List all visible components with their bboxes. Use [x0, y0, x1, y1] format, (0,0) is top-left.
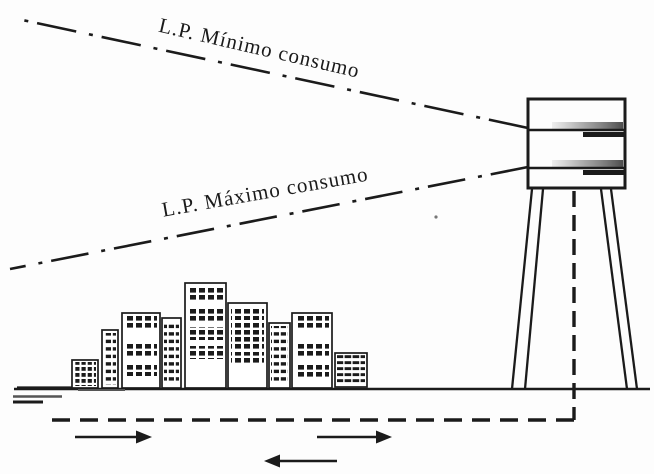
building-windows — [164, 321, 179, 384]
scan-speck — [434, 215, 438, 219]
building-windows — [188, 288, 223, 301]
building-windows — [231, 352, 264, 365]
water-surface-shade-max — [552, 160, 623, 168]
building-windows — [74, 362, 96, 386]
water-level-min-bar — [583, 132, 624, 137]
flow-arrow-right-head-icon — [136, 430, 152, 444]
building-windows — [295, 343, 329, 356]
tower-leg-right-inner — [599, 188, 629, 390]
building-windows — [337, 355, 365, 385]
tower-leg-left-outer — [510, 188, 534, 390]
building-windows — [271, 326, 288, 384]
elevated-tank — [526, 97, 627, 190]
tank-body — [526, 97, 627, 190]
water-surface-shade-min — [552, 122, 623, 130]
building-windows — [125, 363, 157, 376]
building-windows — [231, 337, 264, 350]
flow-arrow-right-head-icon — [376, 430, 392, 444]
city-buildings — [71, 282, 368, 389]
building-windows — [125, 316, 157, 329]
max-consumption-gradient-line — [9, 165, 529, 271]
building-windows — [231, 307, 264, 320]
tower-leg-left-inner — [523, 188, 545, 390]
building-windows — [188, 346, 223, 359]
building-windows — [188, 327, 223, 340]
flow-arrows — [75, 430, 392, 468]
building-windows — [104, 333, 116, 385]
min-consumption-gradient-line — [12, 16, 529, 130]
building-windows — [125, 343, 157, 356]
tower-leg-right-outer — [609, 188, 639, 390]
building-windows — [295, 364, 329, 377]
ground-hatch-marks — [13, 386, 125, 404]
building-windows — [188, 308, 223, 321]
water-level-max-bar — [583, 170, 624, 175]
tower-legs — [510, 188, 639, 390]
building-windows — [231, 322, 264, 335]
building-windows — [295, 316, 329, 329]
flow-arrow-left-head-icon — [264, 454, 280, 468]
